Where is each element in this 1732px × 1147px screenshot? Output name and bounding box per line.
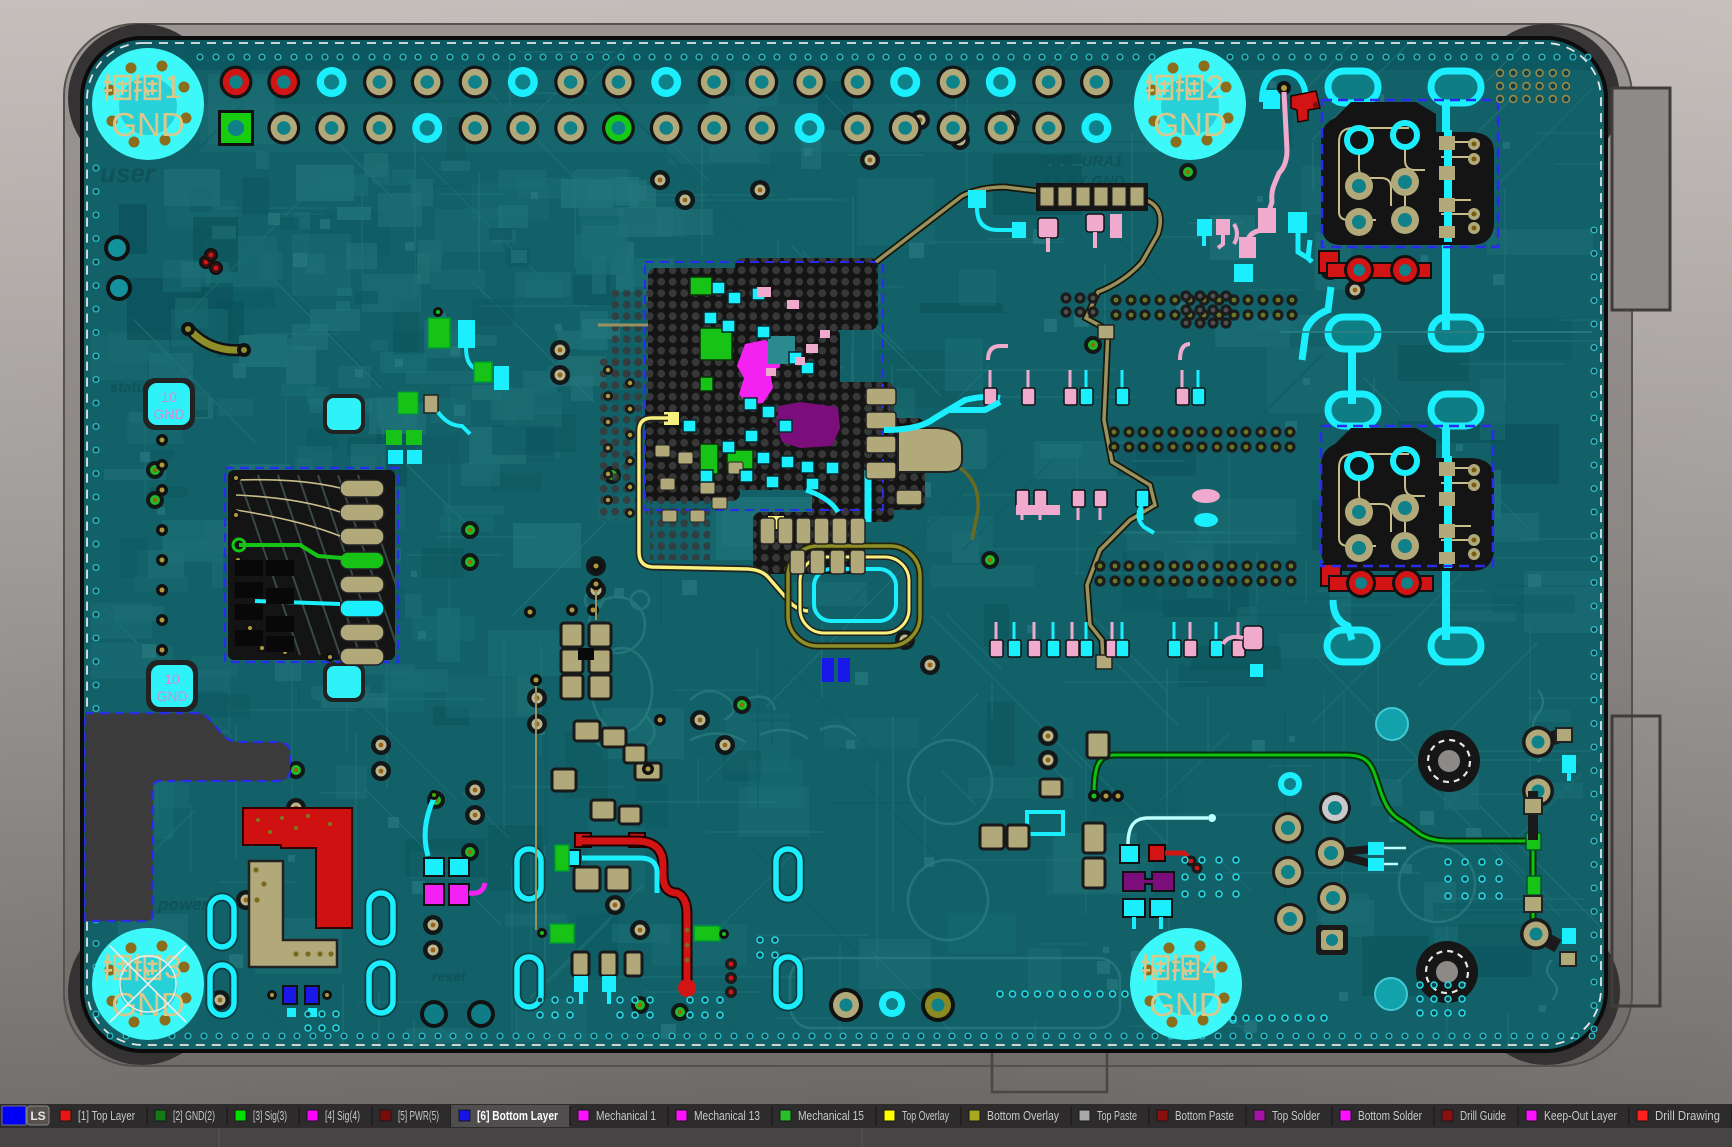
svg-text:reset: reset [432,968,467,984]
svg-text:Mechanical 13: Mechanical 13 [694,1109,760,1123]
svg-text:[6] Bottom Layer: [6] Bottom Layer [477,1109,558,1123]
svg-text:DBG_URA1: DBG_URA1 [1040,153,1123,170]
svg-text:10: 10 [164,671,180,687]
svg-text:4: 4 [1202,949,1220,985]
svg-text:3: 3 [164,949,182,985]
svg-text:Bottom Solder: Bottom Solder [1358,1109,1422,1123]
svg-text:Drill Drawing: Drill Drawing [1655,1109,1720,1123]
svg-text:Mechanical 15: Mechanical 15 [798,1109,864,1123]
svg-text:Top Solder: Top Solder [1272,1109,1320,1123]
svg-text:[3] Sig(3): [3] Sig(3) [253,1109,287,1123]
svg-text:GND: GND [1149,986,1222,1023]
svg-text:Drill Guide: Drill Guide [1460,1109,1506,1123]
svg-text:LS: LS [30,1109,45,1123]
svg-text:Keep-Out Layer: Keep-Out Layer [1544,1109,1617,1123]
svg-text:GND: GND [156,688,187,704]
svg-text:power: power [157,895,209,914]
svg-text:Bottom Overlay: Bottom Overlay [987,1109,1060,1123]
svg-text:[5] PWR(5): [5] PWR(5) [398,1109,439,1123]
svg-text:Top Overlay: Top Overlay [902,1109,950,1123]
svg-text:GND: GND [1153,106,1226,143]
svg-text:Mechanical 1: Mechanical 1 [596,1109,656,1123]
svg-text:statu: statu [110,379,146,396]
svg-text:user: user [100,158,157,188]
svg-text:[1] Top Layer: [1] Top Layer [78,1109,135,1123]
svg-text:10: 10 [161,389,177,405]
svg-text:GND: GND [153,406,184,422]
svg-text:[4] Sig(4): [4] Sig(4) [325,1109,360,1123]
svg-text:GND: GND [111,986,184,1023]
svg-text:2: 2 [1206,69,1224,105]
svg-text:GND: GND [111,106,184,143]
svg-text:1: 1 [164,69,182,105]
svg-text:Top Paste: Top Paste [1097,1109,1137,1123]
svg-text:[2] GND(2): [2] GND(2) [173,1109,215,1123]
svg-text:Bottom Paste: Bottom Paste [1175,1109,1234,1123]
